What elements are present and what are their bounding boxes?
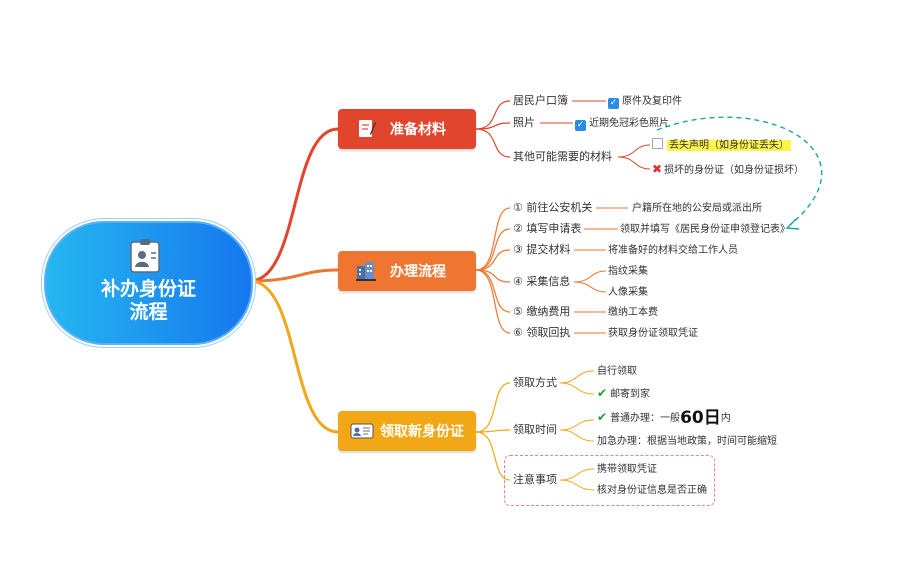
node-other-materials[interactable]: 其他可能需要的材料 [513,150,612,163]
leaf-step2[interactable]: 领取并填写《居民身份证申领登记表》 [620,224,790,235]
node-step3[interactable]: ③ 提交材料 [513,243,571,256]
branch-prepare-materials[interactable]: 准备材料 [338,109,476,149]
branch-label: 准备材料 [390,122,446,138]
leaf-step6[interactable]: 获取身份证领取凭证 [608,328,698,339]
link-root-collect [249,279,339,434]
root-title: 补办身份证 流程 [100,278,196,323]
checkbox-empty-icon [652,138,663,149]
branch-process-steps[interactable]: 办理流程 [338,251,476,291]
node-hukou[interactable]: 居民户口簿 [513,94,568,107]
branch-collect-new-id[interactable]: 领取新身份证 [338,411,476,451]
leaf-hukou-original[interactable]: ✓原件及复印件 [608,96,682,109]
checkbox-checked-icon: ✓ [575,120,586,131]
leaf-damaged-id[interactable]: ✖损坏的身份证（如身份证损坏） [652,162,805,177]
node-step5[interactable]: ⑤ 缴纳费用 [513,305,571,318]
leaf-step1[interactable]: 户籍所在地的公安局或派出所 [632,203,762,214]
id-card-small-icon [348,419,376,443]
leaf-fingerprint[interactable]: 指纹采集 [608,266,648,277]
leaf-normal-time[interactable]: ✔普通办理：一般60日内 [597,408,731,428]
node-step4[interactable]: ④ 采集信息 [513,275,571,288]
check-icon: ✔ [597,410,608,424]
node-notes[interactable]: 注意事项 [513,473,557,486]
node-collect-method[interactable]: 领取方式 [513,376,557,389]
link-root-process [249,268,339,283]
id-card-icon [130,239,160,273]
node-step2[interactable]: ② 填写申请表 [513,222,582,235]
document-pen-icon [352,117,380,141]
leaf-portrait[interactable]: 人像采集 [608,287,648,298]
node-photo[interactable]: 照片 [513,116,535,129]
leaf-step3[interactable]: 将准备好的材料交给工作人员 [608,245,738,256]
branch-label: 领取新身份证 [380,424,464,440]
checkbox-checked-icon: ✓ [608,98,619,109]
notes-dashed-boundary [504,455,715,506]
node-collect-time[interactable]: 领取时间 [513,423,557,436]
leaf-bring-receipt[interactable]: 携带领取凭证 [597,464,657,475]
check-icon: ✔ [597,386,608,400]
node-step6[interactable]: ⑥ 领取回执 [513,326,571,339]
cross-icon: ✖ [652,162,663,176]
leaf-mail-home[interactable]: ✔邮寄到家 [597,386,651,401]
building-icon [352,259,380,283]
leaf-urgent-time[interactable]: 加急办理：根据当地政策，时间可能缩短 [597,436,777,447]
link-root-prepare [249,127,339,283]
leaf-photo-recent[interactable]: ✓近期免冠彩色照片 [575,118,669,131]
leaf-verify-info[interactable]: 核对身份证信息是否正确 [597,485,707,496]
node-step1[interactable]: ① 前往公安机关 [513,201,593,214]
branch-label: 办理流程 [390,264,446,280]
leaf-step5[interactable]: 缴纳工本费 [608,307,658,318]
relation-dashed-arrow [656,116,823,226]
leaf-self-pickup[interactable]: 自行领取 [597,366,637,377]
leaf-loss-statement[interactable]: 丢失声明（如身份证丢失） [652,138,791,152]
